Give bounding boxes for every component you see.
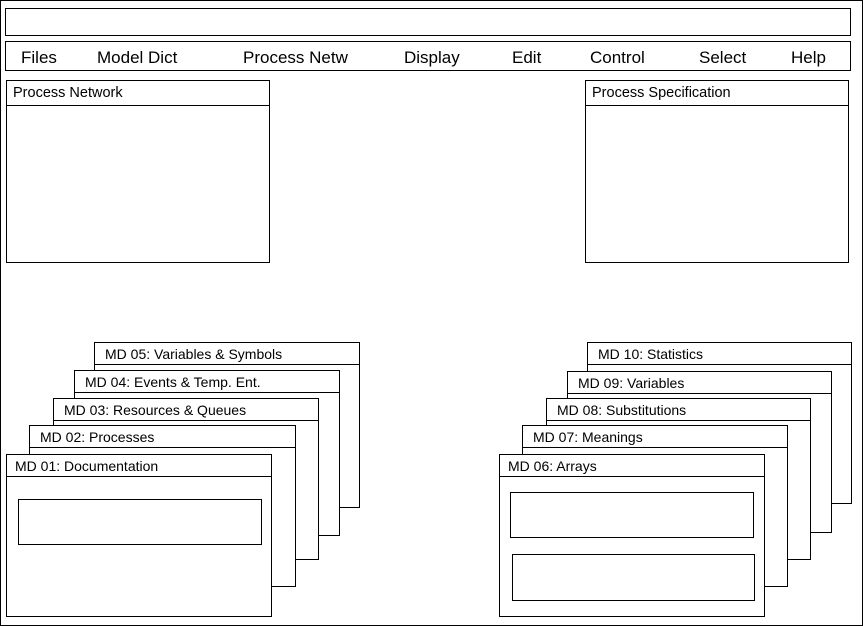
md07-title: MD 07: Meanings (523, 426, 787, 448)
process-specification-window[interactable]: Process Specification (585, 80, 849, 263)
menu-files[interactable]: Files (21, 48, 57, 67)
md01-title: MD 01: Documentation (7, 455, 271, 477)
md01-text-field[interactable] (18, 499, 262, 545)
md03-title: MD 03: Resources & Queues (54, 399, 318, 421)
menu-process-netw[interactable]: Process Netw (243, 48, 348, 67)
menu-help[interactable]: Help (791, 48, 826, 67)
md04-title: MD 04: Events & Temp. Ent. (75, 371, 339, 393)
menu-bar: Files Model Dict Process Netw Display Ed… (5, 41, 851, 71)
md06-card[interactable]: MD 06: Arrays (499, 454, 765, 617)
menu-edit[interactable]: Edit (512, 48, 542, 67)
md06-field-1[interactable] (510, 492, 754, 538)
md06-title: MD 06: Arrays (500, 455, 764, 477)
menu-model-dict[interactable]: Model Dict (97, 48, 178, 67)
md05-title: MD 05: Variables & Symbols (95, 343, 359, 365)
menu-display[interactable]: Display (404, 48, 460, 67)
process-specification-title: Process Specification (586, 81, 848, 106)
process-network-window[interactable]: Process Network (6, 80, 270, 263)
md01-card[interactable]: MD 01: Documentation (6, 454, 272, 617)
title-bar (5, 8, 851, 36)
menu-control[interactable]: Control (590, 48, 645, 67)
md10-title: MD 10: Statistics (588, 343, 851, 365)
menu-select[interactable]: Select (699, 48, 747, 67)
md09-title: MD 09: Variables (568, 372, 831, 394)
process-network-title: Process Network (7, 81, 269, 106)
md06-field-2[interactable] (512, 554, 755, 601)
md08-title: MD 08: Substitutions (547, 399, 810, 421)
md02-title: MD 02: Processes (30, 426, 295, 448)
